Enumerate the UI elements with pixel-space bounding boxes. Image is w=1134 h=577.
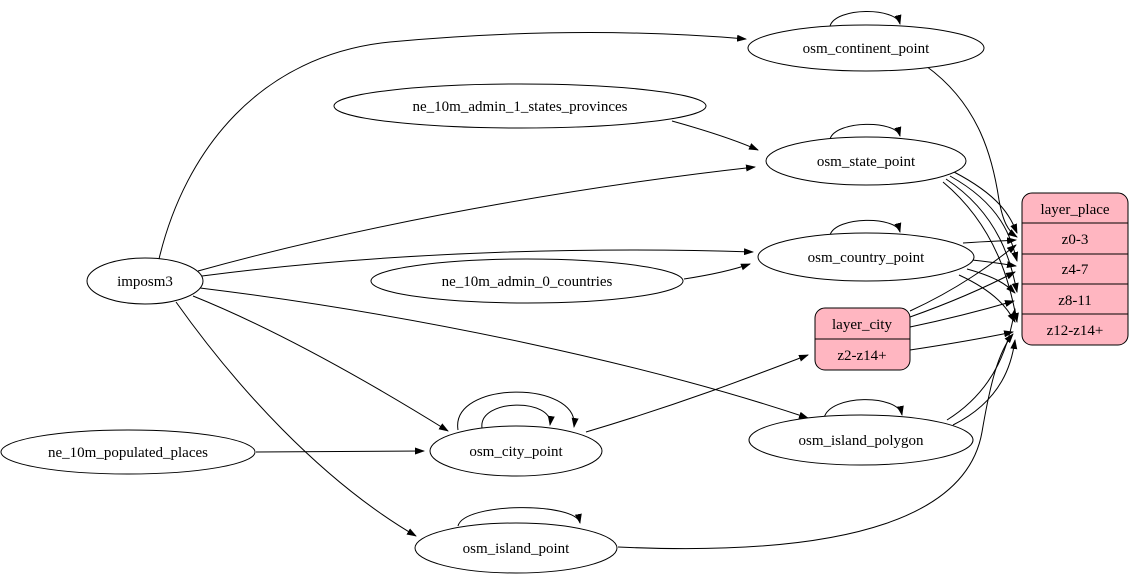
edge-country-z0-3 (962, 237, 1017, 245)
layer-place-row-z12-z14: z12-z14+ (1047, 323, 1104, 339)
continent-shape (747, 24, 985, 72)
selfloop-continent (829, 11, 902, 27)
edge-state-z4-7 (949, 175, 1019, 262)
layer-place-row-z0-3: z0-3 (1062, 232, 1089, 248)
island-polygon-shape (748, 414, 974, 466)
layer-place-shape (1021, 192, 1129, 346)
edge-ne-countries-country (683, 263, 751, 280)
edge-island-polygon-z12-z14 (952, 339, 1018, 426)
ne-countries-label: ne_10m_admin_0_countries (442, 274, 613, 290)
imposm3-shape (86, 257, 204, 305)
selfloop-island-point (457, 507, 582, 527)
node-layer: imposm3 ne_10m_admin_1_states_provinces … (0, 24, 1129, 574)
layer-city-row-z2-z14: z2-z14+ (837, 348, 886, 364)
island-point-shape (414, 522, 618, 574)
edge-imposm3-continent (158, 32, 747, 260)
state-shape (765, 136, 967, 186)
edge-country-z4-7 (971, 259, 1017, 268)
edge-state-z0-3 (953, 171, 1018, 234)
layer-place-row-z4-7: z4-7 (1062, 262, 1089, 278)
selfloop-island-polygon (823, 399, 904, 419)
edge-country-z12-z14 (958, 274, 1016, 323)
edge-ne-states-state (671, 120, 759, 151)
node-osm-country-point: osm_country_point (757, 232, 975, 282)
edge-layer-city-z12-z14 (909, 330, 1014, 351)
edge-city-layer-city (585, 354, 809, 433)
city-shape (429, 425, 603, 477)
node-layer-city: layer_city z2-z14+ (814, 307, 911, 371)
node-layer-place: layer_place z0-3 z4-7 z8-11 z12-z14+ (1021, 192, 1129, 346)
imposm3-label: imposm3 (117, 274, 173, 290)
edge-layer (158, 11, 1019, 550)
edge-imposm3-island-point (175, 301, 417, 537)
edge-imposm3-island-polygon (199, 287, 809, 419)
edge-imposm3-city (192, 295, 449, 432)
edge-continent-z0-3 (925, 65, 1018, 238)
edge-country-z8-11 (966, 268, 1016, 294)
edge-imposm3-country (201, 248, 754, 277)
edge-layer-city-z0-3 (909, 244, 1017, 312)
edge-island-polygon-z8-11 (946, 308, 1017, 421)
node-osm-city-point: osm_city_point (429, 425, 603, 477)
city-label: osm_city_point (469, 444, 563, 460)
selfloop-state (829, 123, 902, 140)
ne-places-shape (0, 429, 256, 475)
country-shape (757, 232, 975, 282)
node-osm-island-polygon: osm_island_polygon (748, 414, 974, 466)
node-ne-10m-populated-places: ne_10m_populated_places (0, 429, 256, 475)
edge-island-point-z12-z14 (617, 333, 1014, 550)
edge-state-z8-11 (945, 178, 1019, 293)
state-label: osm_state_point (817, 154, 916, 170)
ne-states-shape (333, 83, 707, 129)
layer-city-title: layer_city (832, 317, 892, 333)
node-osm-island-point: osm_island_point (414, 522, 618, 574)
selfloop-country (829, 219, 902, 236)
edge-imposm3-state (197, 164, 756, 272)
country-label: osm_country_point (808, 250, 925, 266)
edge-ne-places-city (255, 447, 425, 455)
island-polygon-label: osm_island_polygon (798, 433, 924, 449)
node-osm-state-point: osm_state_point (765, 136, 967, 186)
ne-places-label: ne_10m_populated_places (48, 445, 208, 461)
node-ne-10m-admin-1-states-provinces: ne_10m_admin_1_states_provinces (333, 83, 707, 129)
continent-label: osm_continent_point (803, 41, 930, 57)
layer-place-title: layer_place (1040, 202, 1109, 218)
ne-states-label: ne_10m_admin_1_states_provinces (413, 99, 628, 115)
selfloop-city-outer (457, 391, 579, 431)
edge-layer-city-z4-7 (909, 271, 1016, 318)
node-imposm3: imposm3 (86, 257, 204, 305)
layer-place-row-z8-11: z8-11 (1058, 293, 1092, 309)
node-osm-continent-point: osm_continent_point (747, 24, 985, 72)
node-ne-10m-admin-0-countries: ne_10m_admin_0_countries (370, 258, 684, 304)
ne-countries-shape (370, 258, 684, 304)
island-point-label: osm_island_point (463, 541, 571, 557)
selfloop-city-inner (481, 404, 555, 429)
edge-layer-city-z8-11 (909, 300, 1015, 328)
